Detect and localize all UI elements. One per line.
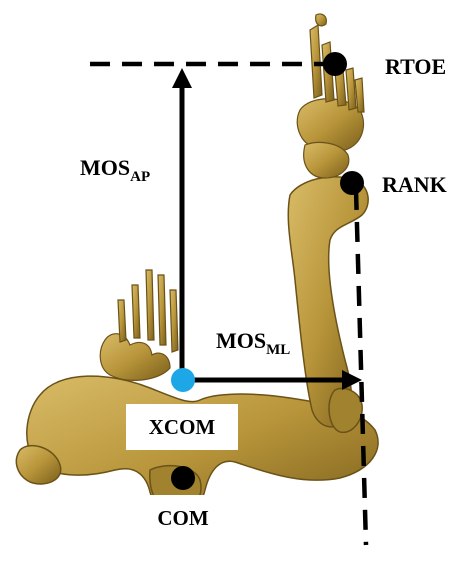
- com-label: COM: [128, 495, 238, 541]
- right-foot-bones: [297, 14, 364, 178]
- rank-label: RANK: [382, 174, 447, 196]
- right-leg-bones: [288, 177, 368, 433]
- mos-ml-subscript: ML: [266, 342, 290, 358]
- mos-ap-label: MOSAP: [80, 157, 150, 185]
- mos-ap-subscript: AP: [130, 169, 150, 185]
- xcom-marker: [171, 368, 195, 392]
- com-marker: [171, 466, 195, 490]
- rank-dashed-line: [356, 190, 366, 545]
- mos-ml-main: MOS: [216, 328, 266, 353]
- xcom-label: XCOM: [126, 404, 238, 450]
- mos-ap-main: MOS: [80, 155, 130, 180]
- mos-ml-label: MOSML: [216, 330, 290, 358]
- rtoe-marker: [323, 52, 347, 76]
- rtoe-label: RTOE: [385, 56, 446, 78]
- rank-marker: [340, 171, 364, 195]
- left-foot-bones: [100, 270, 178, 380]
